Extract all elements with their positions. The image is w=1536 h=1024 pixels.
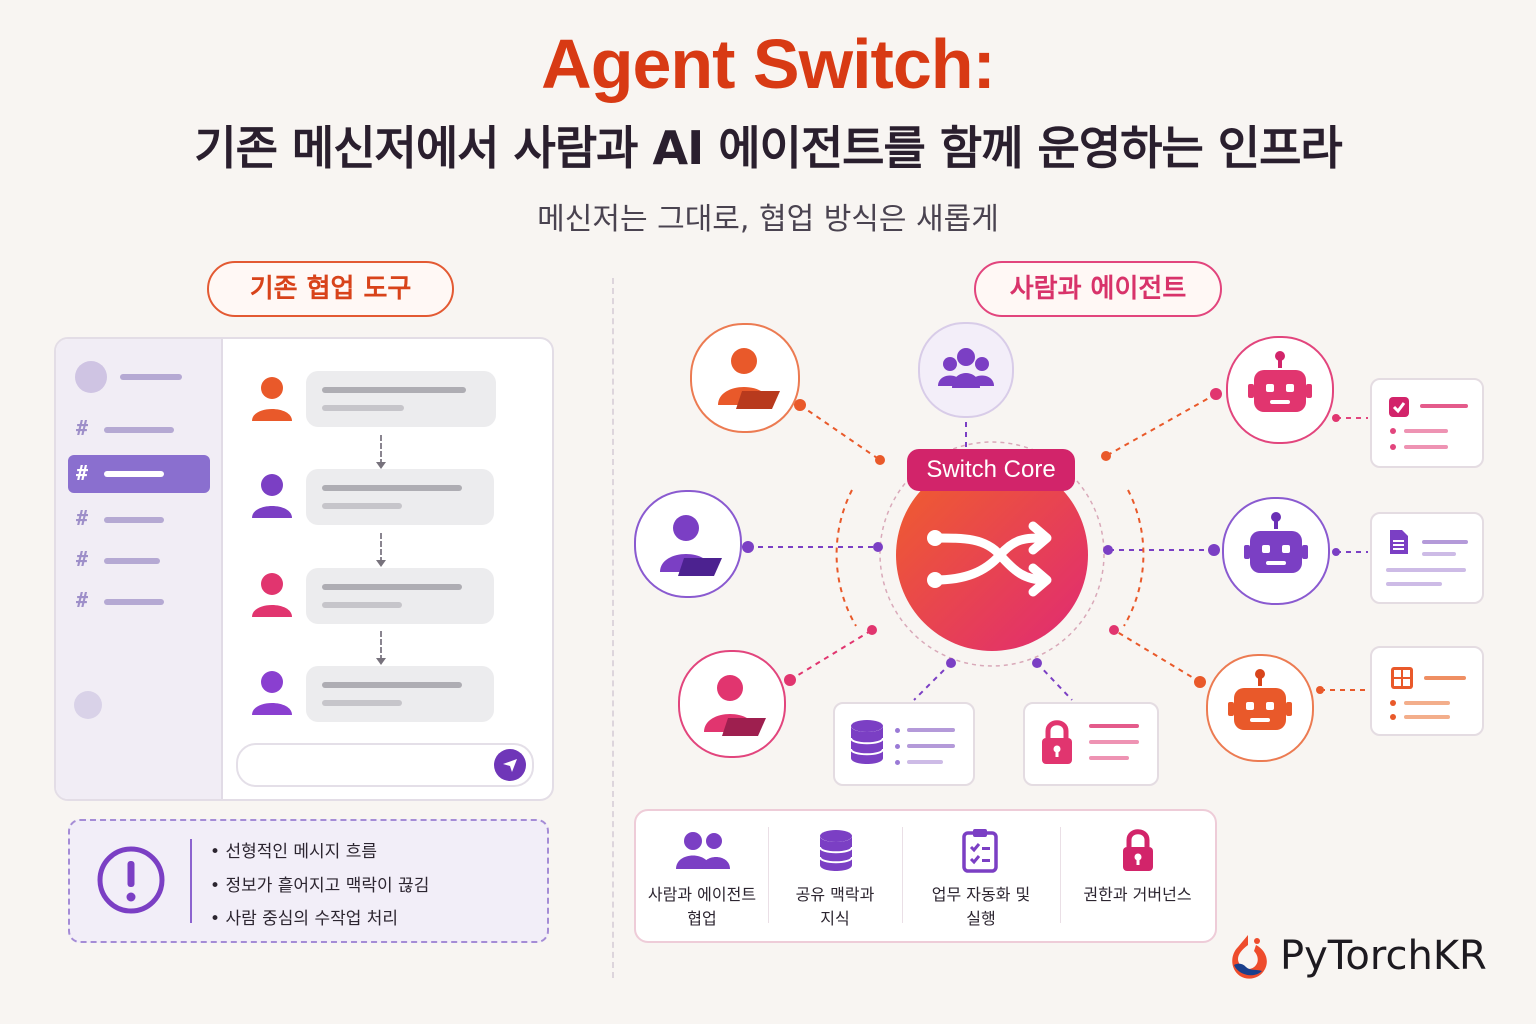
feature-label: 공유 맥락과 지식	[795, 885, 875, 928]
feature-label: 업무 자동화 및 실행	[931, 885, 1031, 928]
workspace-avatar	[75, 361, 107, 393]
lock-icon	[1123, 829, 1153, 871]
agent-node-pink[interactable]	[1226, 336, 1334, 444]
feature-divider	[1060, 827, 1061, 923]
message-bubble	[306, 568, 494, 624]
channel-item[interactable]: #	[66, 414, 211, 444]
feature-automation: 업무 자동화 및 실행	[902, 811, 1060, 941]
feature-governance: 권한과 거버넌스	[1060, 811, 1215, 941]
problems-divider	[190, 839, 192, 923]
person-laptop-icon	[704, 675, 766, 736]
person-laptop-icon	[660, 515, 722, 576]
person-icon	[250, 472, 294, 520]
team-node[interactable]	[918, 322, 1014, 418]
person-node-pink[interactable]	[678, 650, 786, 758]
robot-icon	[1228, 669, 1292, 730]
channel-item[interactable]: #	[66, 586, 211, 616]
feature-collaboration: 사람과 에이전트 협업	[636, 811, 768, 941]
legacy-tools-label: 기존 협업 도구	[207, 261, 454, 317]
send-icon	[503, 759, 517, 772]
message-bubble	[306, 469, 494, 525]
shuffle-icon	[927, 521, 1052, 597]
feature-label: 권한과 거버넌스	[1083, 885, 1192, 904]
user-avatar[interactable]	[74, 691, 102, 719]
flow-arrow	[376, 533, 386, 567]
shared-database-card	[833, 702, 975, 786]
table-icon	[1391, 667, 1413, 689]
person-node-purple[interactable]	[634, 490, 742, 598]
pytorchkr-logo-icon	[1232, 935, 1267, 979]
channel-name-line	[104, 471, 164, 477]
brand-name: PyTorchKR	[1280, 933, 1487, 979]
channel-hash-icon: #	[76, 461, 89, 485]
access-control-card	[1023, 702, 1159, 786]
messenger-mockup: # # # # #	[54, 337, 554, 801]
channel-name-line	[104, 558, 160, 564]
page-title: Agent Switch:	[541, 25, 996, 103]
page-subtitle: 기존 메신저에서 사람과 AI 에이전트를 함께 운영하는 인프라	[194, 121, 1343, 175]
message-bubble	[306, 666, 494, 722]
feature-divider	[768, 827, 769, 923]
message-input[interactable]	[236, 743, 534, 787]
channel-hash-icon: #	[76, 416, 89, 440]
lock-icon	[1042, 720, 1072, 764]
people-agents-label: 사람과 에이전트	[974, 261, 1222, 317]
document-card	[1370, 512, 1484, 604]
features-box: 사람과 에이전트 협업 공유 맥락과 지식 업무 자동화 및 실행 권한과 거버…	[634, 809, 1217, 943]
section-divider	[612, 278, 614, 978]
person-laptop-icon	[718, 348, 780, 409]
document-icon	[1390, 530, 1408, 554]
channel-hash-icon: #	[76, 547, 89, 571]
problem-item: • 사람 중심의 수작업 처리	[210, 909, 399, 929]
channel-hash-icon: #	[76, 506, 89, 530]
flow-arrow	[376, 631, 386, 665]
table-card	[1370, 646, 1484, 736]
problems-box: • 선형적인 메시지 흐름 • 정보가 흩어지고 맥락이 끊김 • 사람 중심의…	[68, 819, 549, 943]
message-bubble	[306, 371, 496, 427]
people-icon	[676, 832, 730, 869]
task-checklist-card	[1370, 378, 1484, 468]
channel-item[interactable]: #	[66, 545, 211, 575]
channel-item[interactable]: #	[66, 504, 211, 534]
clipboard-check-icon	[962, 829, 998, 873]
problem-item: • 선형적인 메시지 흐름	[210, 842, 378, 862]
feature-label: 사람과 에이전트 협업	[647, 885, 757, 928]
agent-node-purple[interactable]	[1222, 497, 1330, 605]
database-icon	[819, 830, 853, 871]
switch-core-label: Switch Core	[907, 449, 1075, 491]
warning-icon	[97, 846, 165, 914]
channel-name-line	[104, 599, 164, 605]
feature-divider	[902, 827, 903, 923]
tagline: 메신저는 그대로, 협업 방식은 새롭게	[537, 202, 999, 237]
feature-shared-context: 공유 맥락과 지식	[768, 811, 902, 941]
messenger-sidebar: # # # # #	[56, 339, 223, 799]
switch-core	[896, 459, 1088, 651]
channel-item-active[interactable]: #	[68, 455, 210, 493]
workspace-name-line	[120, 374, 182, 380]
person-icon	[250, 571, 294, 619]
person-icon	[250, 375, 294, 423]
agent-node-orange[interactable]	[1206, 654, 1314, 762]
checkbox-icon	[1389, 397, 1409, 417]
robot-icon	[1248, 351, 1312, 412]
person-node-orange[interactable]	[690, 323, 800, 433]
flow-arrow	[376, 435, 386, 469]
send-button[interactable]	[494, 749, 526, 781]
problem-item: • 정보가 흩어지고 맥락이 끊김	[210, 876, 430, 896]
robot-icon	[1244, 512, 1308, 573]
channel-name-line	[104, 517, 164, 523]
channel-name-line	[104, 427, 174, 433]
team-icon	[938, 348, 994, 388]
person-icon	[250, 669, 294, 717]
channel-hash-icon: #	[76, 588, 89, 612]
database-icon	[850, 720, 884, 764]
